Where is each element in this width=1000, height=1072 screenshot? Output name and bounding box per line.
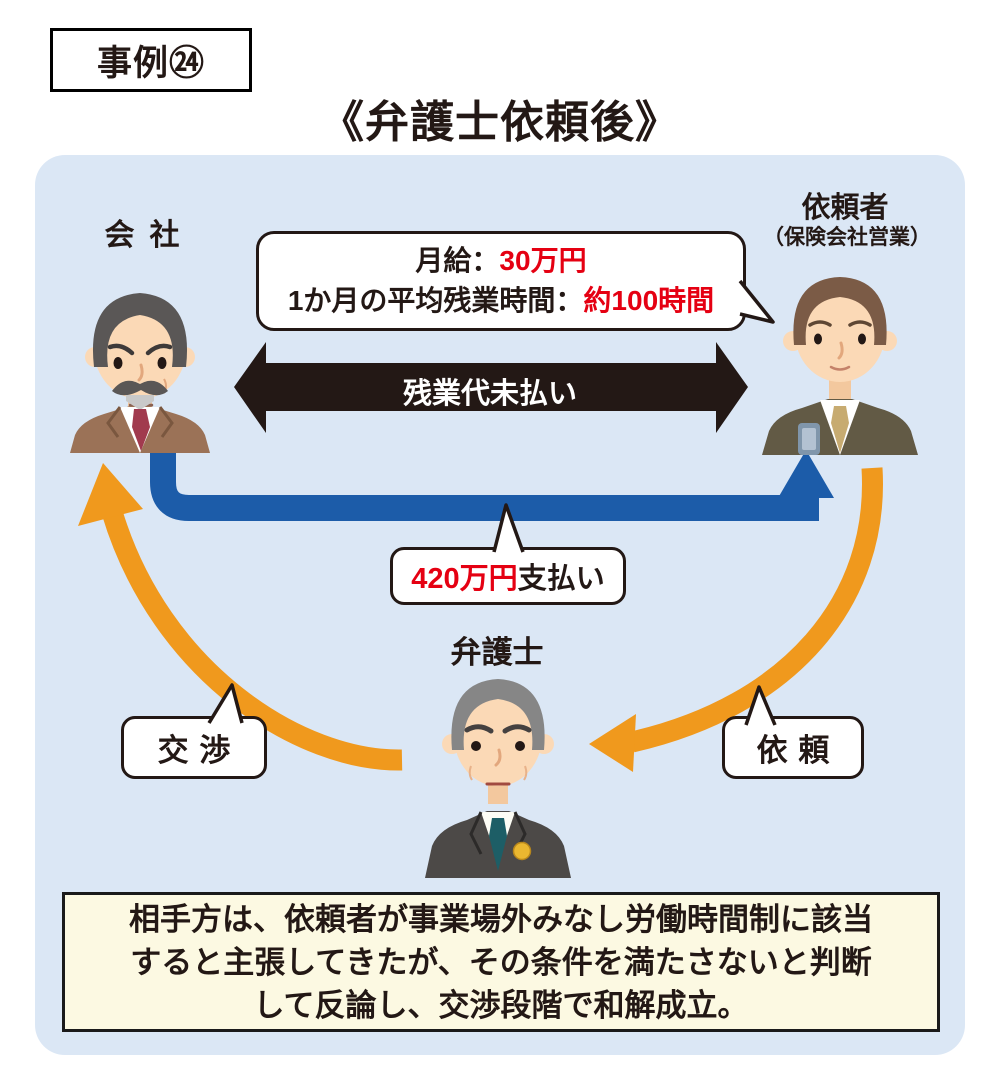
salary-info-bubble: 月給：30万円 1か月の平均残業時間：約100時間 [256, 231, 746, 331]
client-sublabel: （保険会社営業） [763, 226, 931, 249]
salary-value: 30万円 [499, 245, 587, 276]
company-label: 会社 [104, 219, 195, 252]
summary-box: 相手方は、依頼者が事業場外みなし労働時間制に該当 すると主張してきたが、その条件… [62, 892, 940, 1032]
page-title: 《弁護士依頼後》 [320, 98, 680, 147]
summary-line: して反論し、交渉段階で和解成立。 [253, 987, 749, 1023]
overtime-line: 1か月の平均残業時間：約100時間 [287, 285, 715, 316]
request-label: 依頼 [756, 733, 841, 768]
summary-line: 相手方は、依頼者が事業場外みなし労働時間制に該当 [129, 901, 873, 937]
unpaid-overtime-label: 残業代未払い [402, 378, 577, 410]
client-label: 依頼者 [801, 192, 889, 224]
negotiation-bubble: 交渉 [121, 716, 267, 779]
summary-line: すると主張してきたが、その条件を満たさないと判断 [130, 944, 872, 980]
lawyer-label: 弁護士 [450, 635, 544, 670]
case-number-box: 事例㉔ [50, 28, 252, 92]
payment-bubble: 420万円支払い [390, 547, 626, 605]
salary-line: 月給：30万円 [415, 245, 587, 276]
negotiation-label: 交渉 [157, 733, 242, 768]
request-bubble: 依頼 [722, 716, 864, 779]
lawyer-avatar [425, 679, 571, 878]
overtime-value: 約100時間 [583, 285, 715, 316]
case-number-label: 事例㉔ [96, 43, 205, 83]
company-avatar [70, 293, 210, 453]
client-avatar [762, 277, 918, 455]
payment-suffix: 支払い [517, 563, 605, 595]
payment-amount: 420万円 [411, 563, 518, 595]
